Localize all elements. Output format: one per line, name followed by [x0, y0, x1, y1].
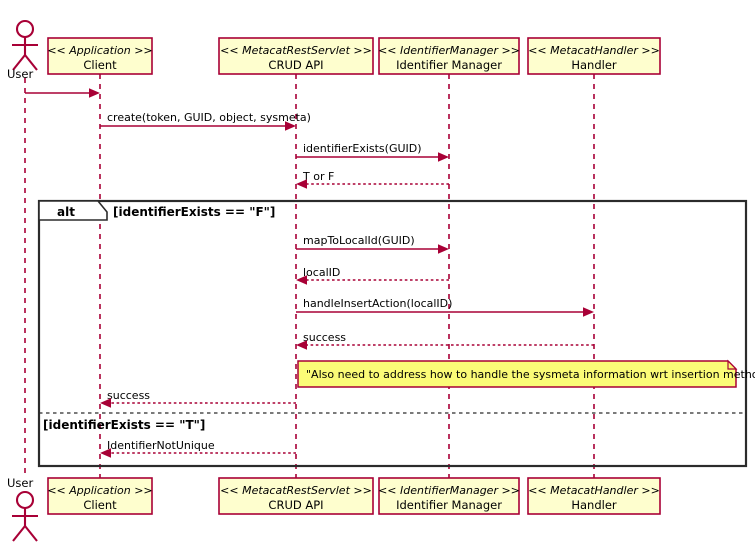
message-label: IdentifierNotUnique	[107, 439, 215, 452]
message-label: success	[107, 389, 150, 402]
message-success-client-return: success	[100, 389, 296, 408]
alt-fragment: alt [identifierExists == "F"] [identifie…	[37, 199, 748, 468]
message-label: localID	[303, 266, 340, 279]
actor-leg-left	[12, 54, 26, 71]
message-create: create(token, GUID, object, sysmeta)	[100, 111, 311, 131]
message-map-to-local-id: mapToLocalId(GUID)	[296, 234, 449, 254]
actor-leg-left	[12, 525, 26, 542]
participant-name: Client	[83, 58, 117, 72]
message-label: identifierExists(GUID)	[303, 142, 422, 155]
alt-fragment-tab	[38, 200, 108, 221]
message-label: create(token, GUID, object, sysmeta)	[107, 111, 311, 124]
participant-crud-api-bottom[interactable]: << MetacatRestServlet >> CRUD API	[218, 477, 374, 515]
participant-stereotype: << MetacatRestServlet >>	[220, 484, 372, 497]
participant-name: Handler	[571, 498, 617, 512]
note-sysmeta: "Also need to address how to handle the …	[297, 359, 755, 388]
arrowhead-left	[100, 398, 111, 408]
participant-name: Identifier Manager	[396, 498, 502, 512]
actor-leg-right	[24, 525, 38, 542]
actor-user-top[interactable]: User	[7, 19, 38, 81]
message-label: handleInsertAction(localID)	[303, 297, 452, 310]
message-identifier-exists: identifierExists(GUID)	[296, 142, 449, 162]
messages-group: create(token, GUID, object, sysmeta) ide…	[25, 88, 594, 458]
participant-name: Identifier Manager	[396, 58, 502, 72]
note-text: "Also need to address how to handle the …	[306, 368, 755, 381]
message-local-id-return: localID	[296, 266, 449, 285]
alt-guard-condition-1: [identifierExists == "F"]	[113, 205, 275, 219]
participant-handler-top[interactable]: << MetacatHandler >> Handler	[527, 37, 661, 75]
message-t-or-f-return: T or F	[296, 170, 449, 189]
message-label: T or F	[302, 170, 334, 183]
alt-fragment-outline	[37, 199, 748, 468]
arrowhead-left	[296, 179, 307, 189]
participant-client-top[interactable]: << Application >> Client	[47, 37, 153, 75]
message-user-to-client	[25, 88, 100, 98]
actor-head-icon	[15, 19, 35, 39]
participant-box	[378, 37, 520, 75]
arrowhead-left	[296, 275, 307, 285]
participant-box	[527, 477, 661, 515]
message-label: mapToLocalId(GUID)	[303, 234, 415, 247]
participant-box	[47, 37, 153, 75]
participant-name: CRUD API	[268, 498, 323, 512]
participant-crud-api-top[interactable]: << MetacatRestServlet >> CRUD API	[218, 37, 374, 75]
arrowhead-left	[296, 340, 307, 350]
participant-box	[378, 477, 520, 515]
actor-head-icon	[15, 490, 35, 510]
participant-stereotype: << IdentifierManager >>	[378, 484, 520, 497]
participant-stereotype: << Application >>	[47, 484, 152, 497]
alt-fragment-operator: alt	[57, 205, 75, 219]
actor-label: User	[7, 476, 33, 490]
participant-stereotype: << Application >>	[47, 44, 152, 57]
participant-stereotype: << MetacatHandler >>	[528, 44, 660, 57]
arrowhead-right	[285, 121, 296, 131]
message-success-handler-return: success	[296, 331, 594, 350]
arrowhead-right	[438, 152, 449, 162]
message-handle-insert-action: handleInsertAction(localID)	[296, 297, 594, 317]
participant-box	[527, 37, 661, 75]
lifelines-group	[24, 74, 595, 478]
note-body	[297, 360, 737, 388]
arrowhead-left	[100, 448, 111, 458]
arrowhead-right	[89, 88, 100, 98]
message-label: success	[303, 331, 346, 344]
alt-guard-condition-2: [identifierExists == "T"]	[43, 418, 205, 432]
participant-identifier-manager-top[interactable]: << IdentifierManager >> Identifier Manag…	[378, 37, 520, 75]
actor-user-bottom[interactable]: User	[7, 476, 38, 542]
participant-client-bottom[interactable]: << Application >> Client	[47, 477, 153, 515]
participant-identifier-manager-bottom[interactable]: << IdentifierManager >> Identifier Manag…	[378, 477, 520, 515]
actor-leg-right	[24, 54, 38, 71]
participant-stereotype: << IdentifierManager >>	[378, 44, 520, 57]
participant-stereotype: << MetacatHandler >>	[528, 484, 660, 497]
participant-name: Client	[83, 498, 117, 512]
actor-label: User	[7, 67, 33, 81]
participant-box	[47, 477, 153, 515]
participant-name: CRUD API	[268, 58, 323, 72]
participant-handler-bottom[interactable]: << MetacatHandler >> Handler	[527, 477, 661, 515]
message-identifier-not-unique: IdentifierNotUnique	[100, 439, 296, 458]
participant-box	[218, 37, 374, 75]
note-fold-corner	[727, 359, 738, 370]
participant-name: Handler	[571, 58, 617, 72]
arrowhead-right	[583, 307, 594, 317]
participant-stereotype: << MetacatRestServlet >>	[220, 44, 372, 57]
arrowhead-right	[438, 244, 449, 254]
participant-box	[218, 477, 374, 515]
